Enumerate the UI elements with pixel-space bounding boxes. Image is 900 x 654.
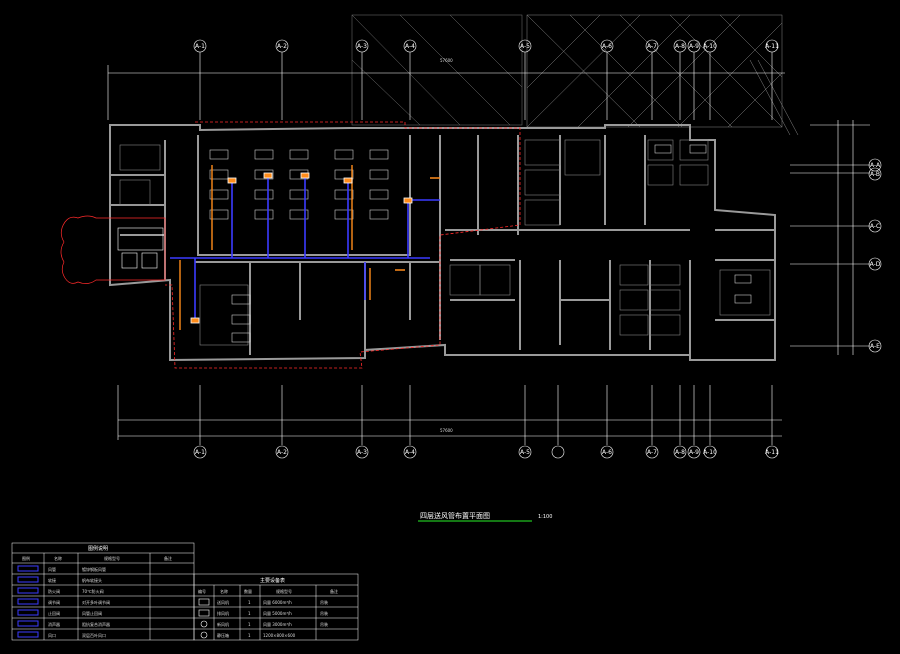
grid-label-right-1: A-A: [870, 162, 881, 169]
grid-label-top-4: A-4: [405, 43, 415, 50]
grid-label-bottom-8: A-8: [675, 449, 685, 456]
grid-label-bottom-2: A-2: [277, 449, 287, 456]
cloud-revision-mark: [60, 215, 166, 284]
top-grid-labels: A-1 A-2 A-3 A-4 A-5 A-6 A-7 A-8 A-9 A-10…: [195, 43, 779, 63]
legend-left-header-1: 图例: [22, 555, 30, 561]
legend-right-header-5: 备注: [330, 588, 338, 594]
grid-label-top-10: A-10: [703, 43, 717, 50]
legend-right-header-3: 数量: [244, 588, 252, 594]
legend-left-spec: 帆布软接头: [82, 577, 102, 583]
grid-label-top-11: A-11: [765, 43, 779, 50]
grid-label-top-5: A-5: [520, 43, 530, 50]
legend-right-header-1: 编号: [198, 588, 206, 594]
legend-left-spec: 双层百叶风口: [82, 632, 106, 638]
overall-dim-top: 57600: [440, 58, 453, 63]
grid-label-bottom-11: A-11: [765, 449, 779, 456]
legend-right-note: 吊装: [320, 610, 328, 616]
legend-left-name: 软接: [48, 577, 56, 583]
grid-label-bottom-9: A-9: [689, 449, 699, 456]
legend-right-spec: 风量 3000m³/h: [263, 621, 292, 627]
grid-label-right-5: A-E: [870, 343, 880, 350]
legend-right-header-2: 名称: [220, 588, 228, 594]
legend-left-name: 风管: [48, 566, 56, 572]
legend-right-spec: 风量 5000m³/h: [263, 610, 292, 616]
duct-fittings: [179, 165, 440, 330]
hatched-zone-left: [351, 14, 523, 126]
grid-label-top-9: A-9: [689, 43, 699, 50]
legend-left-spec: 对开多叶调节阀: [82, 599, 110, 605]
legend-right-name: 静压箱: [217, 632, 229, 638]
legend-left-text: 图例说明 图例 名称 规格型号 备注 风管 镀锌钢板风管 软接 帆布软接头 防火…: [22, 545, 172, 638]
grid-label-top-6: A-6: [602, 43, 612, 50]
grid-label-bottom-1: A-1: [195, 449, 205, 456]
legend-right-qty: 1: [248, 600, 251, 605]
legend-right-title: 主要设备表: [260, 577, 285, 584]
thin-walls: [119, 139, 771, 346]
drawing-scale: 1:100: [538, 514, 552, 520]
legend-left-spec: 镀锌钢板风管: [82, 566, 106, 572]
legend-right-name: 新风机: [217, 621, 229, 627]
grid-label-top-3: A-3: [357, 43, 367, 50]
legend-left-name: 消声器: [48, 621, 60, 627]
grid-label-bottom-10: A-10: [703, 449, 717, 456]
legend-left-title: 图例说明: [88, 545, 108, 552]
legend-left-header-2: 名称: [54, 555, 62, 561]
top-grid-axis: [107, 39, 785, 120]
grid-label-bottom-4: A-4: [405, 449, 415, 456]
legend-right-qty: 1: [248, 622, 251, 627]
patient-beds: [209, 144, 752, 343]
bottom-grid-axis: [117, 385, 782, 459]
legend-left-header-3: 规格型号: [104, 555, 120, 561]
legend-left-name: 止回阀: [48, 610, 60, 616]
grid-label-top-8: A-8: [675, 43, 685, 50]
legend-right-qty: 1: [248, 633, 251, 638]
grid-label-right-2: A-B: [870, 171, 880, 178]
legend-right-name: 排风机: [217, 610, 229, 616]
legend-left-symbols: [17, 565, 39, 638]
legend-left-spec: 阻抗复合消声器: [82, 621, 110, 627]
grid-label-bottom-7: A-7: [647, 449, 657, 456]
bottom-grid-labels: A-1 A-2 A-3 A-4 A-5 A-6 A-7 A-8 A-9 A-10…: [195, 428, 779, 456]
drawing-title: 四层送风管布置平面图: [420, 511, 490, 520]
overall-dim-bottom: 57600: [440, 428, 453, 433]
legend-right-spec: 1200×800×600: [263, 633, 296, 638]
grid-label-right-4: A-D: [870, 261, 881, 268]
legend-left-spec: 70℃防火阀: [82, 588, 104, 594]
grid-label-bottom-3: A-3: [357, 449, 367, 456]
legend-table-right: [193, 573, 359, 641]
legend-right-name: 送风机: [217, 599, 229, 605]
legend-right-text: 主要设备表 编号 名称 数量 规格型号 备注 送风机 1 风量 6000m³/h…: [198, 577, 338, 638]
legend-left-spec: 风管止回阀: [82, 610, 102, 616]
hatched-zone-right: [526, 14, 799, 136]
right-grid-labels: A-A A-B A-C A-D A-E: [870, 162, 881, 350]
grid-label-bottom-6: A-6: [602, 449, 612, 456]
legend-right-header-4: 规格型号: [276, 588, 292, 594]
legend-left-name: 调节阀: [48, 599, 60, 605]
legend-left-header-4: 备注: [164, 555, 172, 561]
grid-label-top-7: A-7: [647, 43, 657, 50]
zone-boundary: [165, 121, 521, 369]
legend-left-name: 风口: [48, 633, 56, 638]
legend-right-symbols: [198, 598, 210, 639]
grid-label-bottom-5: A-5: [520, 449, 530, 456]
grid-label-top-2: A-2: [277, 43, 287, 50]
supply-ducts: [170, 175, 440, 320]
grid-label-top-1: A-1: [195, 43, 205, 50]
right-grid-axis: [790, 120, 882, 355]
equipment-unit: [117, 227, 164, 269]
legend-right-spec: 风量 6000m³/h: [263, 599, 292, 605]
grid-label-right-3: A-C: [870, 223, 880, 230]
legend-right-note: 吊装: [320, 599, 328, 605]
duct-terminals: [190, 172, 413, 324]
legend-right-note: 吊装: [320, 621, 328, 627]
legend-left-name: 防火阀: [48, 588, 60, 594]
legend-right-qty: 1: [248, 611, 251, 616]
